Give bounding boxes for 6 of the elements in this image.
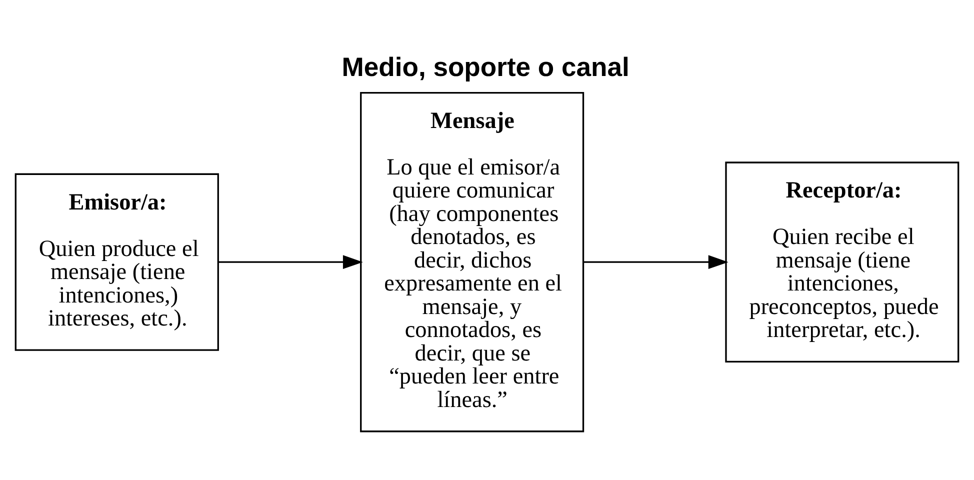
arrow xyxy=(583,254,728,269)
node-box: Mensaje Lo que el emisor/a quiere comunicar (hay componentes denotados, es decir, dichos expresamente en el mensaje, y connotados, es decir, que se “pueden leer entre líneas.” xyxy=(360,91,584,432)
node-box: Receptor/a: Quien recibe el mensaje (tiene intenciones, preconceptos, puede interpretar, etc.). xyxy=(725,161,960,362)
node-box: Emisor/a: Quien produce el mensaje (tiene intenciones,) intereses, etc.). xyxy=(14,172,219,350)
diagram-title: Medio, soporte o canal xyxy=(342,51,630,82)
arrow xyxy=(218,254,363,269)
